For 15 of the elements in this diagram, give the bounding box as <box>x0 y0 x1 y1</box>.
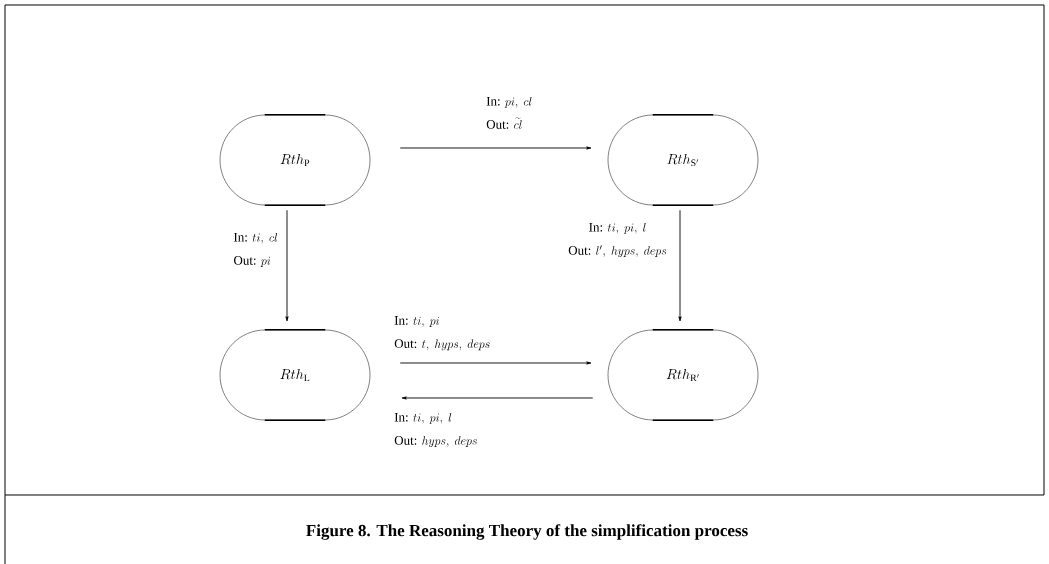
stadium-node: $Rth_{\mathrm{R'}}$ <box>607 328 759 422</box>
arrow <box>401 396 594 400</box>
edge-label: $\begin{array}{@{}l@{}}\mbox{In: } ti,\ pi\\ \mbox{Out: } t,\ hyps,\ deps\end{array}$ <box>394 316 490 351</box>
arrow <box>285 209 289 322</box>
stadium-node: $Rth_{\mathrm{S'}}$ <box>607 113 759 207</box>
arrow <box>399 146 592 150</box>
edge-label: $\begin{array}{@{}l@{}}\mbox{In: } pi,\ cl\\ \mbox{Out: } \widetilde{cl}\end{array}$ <box>486 96 532 129</box>
arrow <box>399 361 592 365</box>
figure-caption: Figure 8. The Reasoning Theory of the simplification process <box>306 524 748 540</box>
arrow <box>678 209 682 322</box>
stadium-node: $Rth_{\mathrm{P}}$ <box>219 113 371 207</box>
edge-label: $\begin{array}{@{}l@{}}\mbox{In: } ti,\ cl\\ \mbox{Out: } pi\end{array}$ <box>233 232 278 267</box>
stadium-node: $Rth_{\mathrm{L}}$ <box>219 328 371 422</box>
edge-label: $\begin{array}{@{}c@{}}\mbox{In: } ti,\ pi,\ l\\ \mbox{Out: } l',\ hyps,\ deps\end{array}$ <box>568 222 667 258</box>
edge-label: $\begin{array}{@{}l@{}}\mbox{In: } ti,\ pi,\ l\\ \mbox{Out: } hyps,\ deps\end{array}$ <box>394 412 477 448</box>
